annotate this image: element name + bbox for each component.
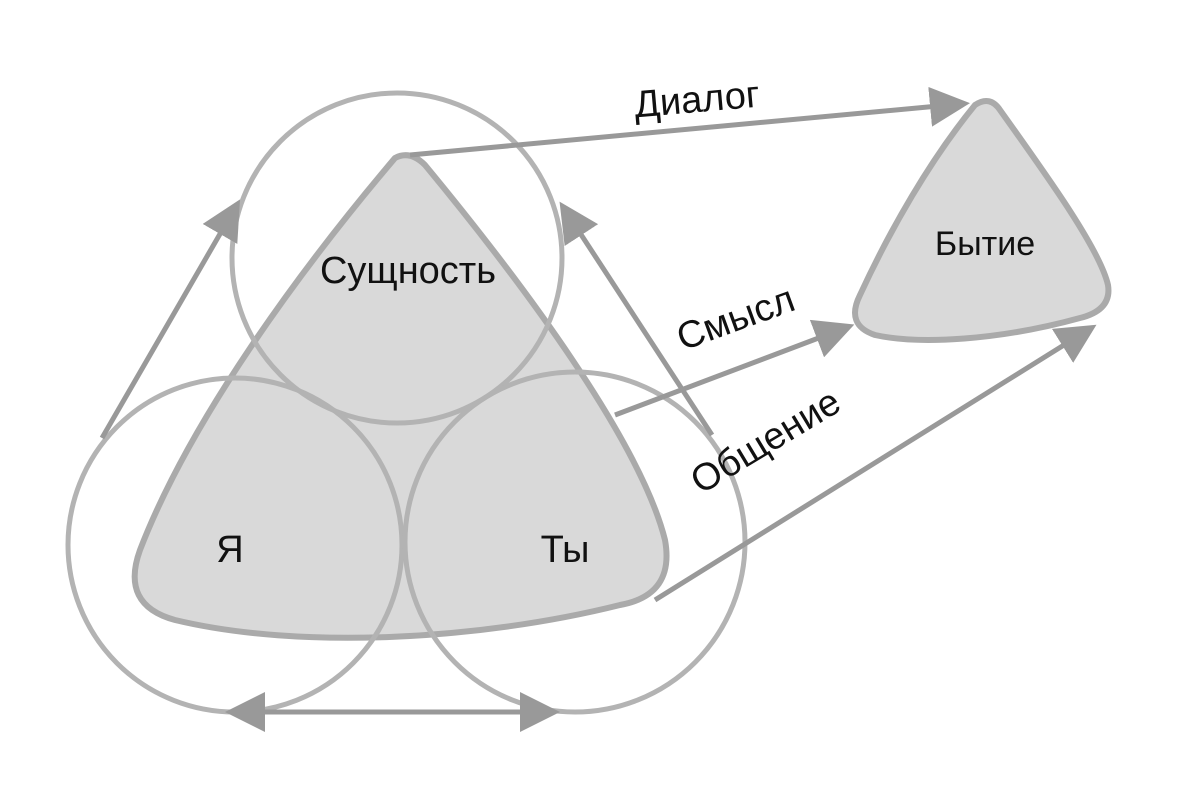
meaning-arrow [614, 319, 855, 418]
dialog-arrow [409, 86, 970, 158]
essence-label: Сущность [320, 250, 496, 292]
being-label: Бытие [935, 225, 1035, 263]
you-label: Ты [541, 529, 590, 571]
self-to-essence-arrow [99, 199, 241, 440]
communication-arrow [653, 324, 1097, 603]
meaning-label: Смысл [671, 278, 800, 359]
communication-label: Общение [684, 381, 848, 503]
essence-circle [229, 90, 565, 426]
dialog-label: Диалог [633, 74, 762, 127]
being-triangle [852, 98, 1112, 343]
self-label: Я [216, 529, 243, 571]
essence-self-you-triangle [131, 152, 670, 641]
you-to-essence-arrow [559, 201, 715, 437]
